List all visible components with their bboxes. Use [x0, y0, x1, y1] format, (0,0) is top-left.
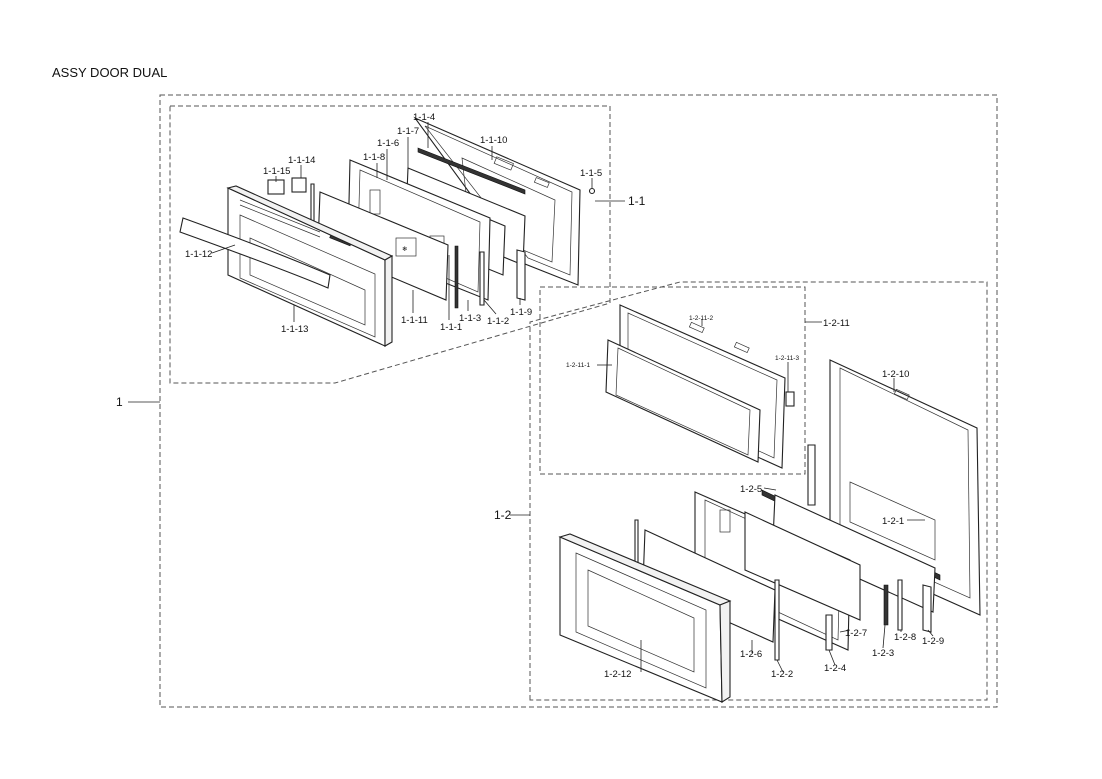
label-1-2-2: 1-2-2 — [771, 669, 793, 680]
diagram-title: ASSY DOOR DUAL — [52, 65, 167, 80]
label-1-2-5: 1-2-5 — [740, 484, 762, 495]
part-upper-strip-2 — [479, 251, 485, 306]
label-1-1-8: 1-1-8 — [363, 152, 385, 163]
label-1-1-7: 1-1-7 — [397, 126, 419, 137]
label-1-1-1: 1-1-1 — [440, 322, 462, 333]
upper-door-boundary — [169, 105, 611, 384]
part-upper-hinge — [516, 249, 526, 301]
part-lower-glass-7b — [744, 511, 861, 621]
part-upper-clip-14 — [291, 177, 307, 193]
label-1-1: 1-1 — [628, 194, 646, 208]
label-1-1-12: 1-1-12 — [185, 249, 212, 260]
label-1-2-11-3: 1-2-11-3 — [775, 355, 799, 362]
part-upper-strip-3 — [454, 245, 459, 309]
part-upper-clip-15 — [267, 179, 285, 195]
inner-frame-boundary — [539, 286, 806, 475]
lower-door-boundary — [529, 281, 988, 701]
label-1-2-11-1: 1-2-11-1 — [566, 362, 590, 369]
part-lower-strip-3 — [883, 584, 889, 626]
part-inner-frame-clip — [785, 391, 795, 407]
label-1-1-3: 1-1-3 — [459, 313, 481, 324]
label-1-2-11-2: 1-2-11-2 — [689, 315, 713, 322]
label-1-1-6: 1-1-6 — [377, 138, 399, 149]
part-lower-strip-8 — [897, 579, 903, 631]
label-1-2-10: 1-2-10 — [882, 369, 909, 380]
assembly-boundary — [159, 94, 998, 708]
label-1-1-9: 1-1-9 — [510, 307, 532, 318]
label-1-2-12: 1-2-12 — [604, 669, 631, 680]
part-lower-front-panel — [558, 533, 732, 703]
label-1-1-4: 1-1-4 — [413, 112, 435, 123]
part-lower-clip-4 — [825, 614, 833, 651]
label-1-2-9: 1-2-9 — [922, 636, 944, 647]
svg-text:❄: ❄ — [402, 245, 408, 253]
label-1-1-10: 1-1-10 — [480, 135, 507, 146]
label-1-1-5: 1-1-5 — [580, 168, 602, 179]
label-1: 1 — [116, 395, 123, 409]
label-1-1-13: 1-1-13 — [281, 324, 308, 335]
label-1-1-11: 1-1-11 — [401, 315, 428, 326]
label-1-2-1: 1-2-1 — [882, 516, 904, 527]
part-inner-frame-gasket — [605, 339, 761, 463]
label-1-2-7: 1-2-7 — [845, 628, 867, 639]
label-1-1-14: 1-1-14 — [288, 155, 315, 166]
upper-door-parts: ❄ — [179, 116, 596, 347]
callout-labels: 1 1-1 1-2 1-1-4 1-1-10 1-1-5 1-1-7 1-1-6… — [116, 112, 944, 680]
label-1-2-6: 1-2-6 — [740, 649, 762, 660]
label-1-2-8: 1-2-8 — [894, 632, 916, 643]
label-1-2: 1-2 — [494, 508, 512, 522]
lower-door-parts — [558, 359, 981, 703]
part-lower-hinge — [922, 584, 932, 633]
part-upper-seal — [417, 147, 526, 195]
label-1-2-11: 1-2-11 — [823, 318, 850, 329]
part-lower-strip-2 — [774, 579, 780, 661]
part-lower-side-bracket — [807, 444, 816, 506]
label-1-2-3: 1-2-3 — [872, 648, 894, 659]
inner-frame-parts — [605, 304, 795, 469]
part-upper-handle — [179, 217, 331, 289]
label-1-2-4: 1-2-4 — [824, 663, 846, 674]
label-1-1-15: 1-1-15 — [263, 166, 290, 177]
leader-lines — [128, 122, 934, 673]
part-upper-screw — [588, 187, 596, 195]
label-1-1-2: 1-1-2 — [487, 316, 509, 327]
